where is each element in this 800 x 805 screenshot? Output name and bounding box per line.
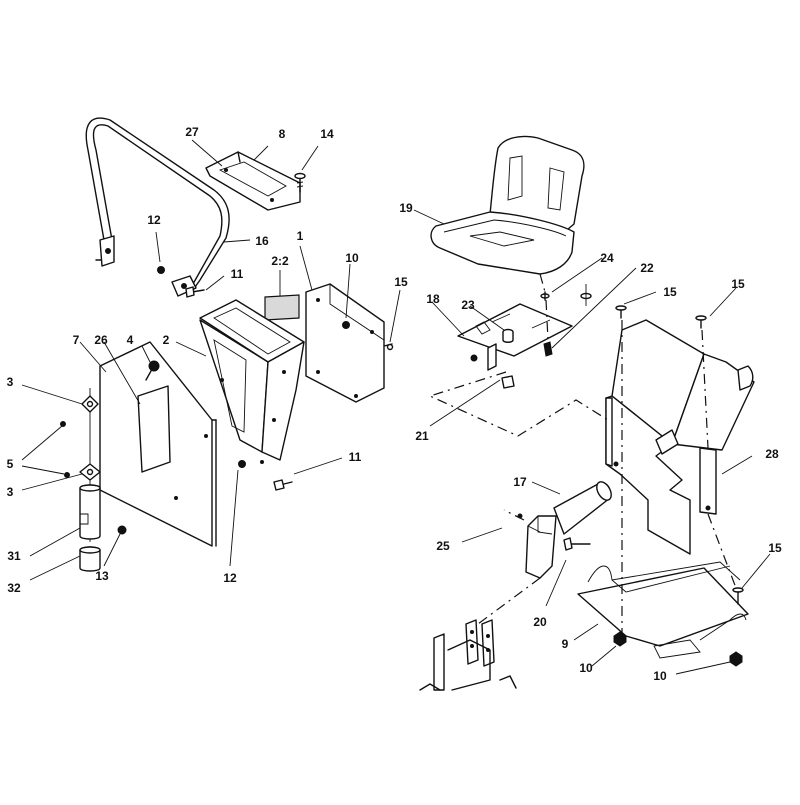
callout-4: 4: [127, 333, 134, 347]
callout-26: 26: [94, 333, 108, 347]
nut-10-upper: [342, 321, 350, 329]
roll-bar: [85, 117, 230, 297]
screw-15-right: [695, 315, 707, 329]
callout-12: 12: [223, 571, 237, 585]
callout-2-2: 2:2: [271, 254, 289, 268]
nut-10-tray-left: [613, 631, 627, 647]
callout-15: 15: [768, 541, 782, 555]
callout-16: 16: [255, 234, 269, 248]
bracket-8: [205, 151, 301, 211]
screw-15-tray: [732, 587, 744, 605]
callout-14: 14: [320, 127, 334, 141]
callout-22: 22: [640, 261, 654, 275]
bolt-12-upper: [157, 266, 165, 274]
callout-10: 10: [579, 661, 593, 675]
bolt-11-upper: [185, 286, 205, 298]
callout-10: 10: [345, 251, 359, 265]
tractor-frame: [419, 619, 517, 691]
callout-18: 18: [426, 292, 440, 306]
callout-1: 1: [297, 229, 304, 243]
bolt-25: [517, 513, 591, 551]
callout-28: 28: [765, 447, 779, 461]
callout-10: 10: [653, 669, 667, 683]
screw-15-left: [615, 305, 627, 319]
callout-21: 21: [415, 429, 429, 443]
screw-15-upper-left: [383, 343, 394, 351]
callout-12: 12: [147, 213, 161, 227]
seat-pin-24: [540, 284, 592, 306]
callout-23: 23: [461, 298, 475, 312]
callout-15: 15: [731, 277, 745, 291]
callout-5: 5: [7, 457, 14, 471]
seat-19: [430, 135, 585, 275]
alignment-lines: [428, 273, 737, 640]
callout-11: 11: [349, 450, 362, 464]
callout-27: 27: [185, 125, 199, 139]
nut-13: [117, 525, 127, 535]
decal-2-2: [264, 294, 300, 321]
leader-lines: [21, 139, 771, 675]
bolt-11-lower: [273, 479, 293, 491]
washer-5-upper: [60, 421, 66, 427]
seat-support-28: [605, 319, 755, 555]
callout-11: 11: [231, 267, 244, 281]
callout-24: 24: [600, 251, 614, 265]
bolt-4: [145, 360, 160, 381]
callout-25: 25: [436, 539, 450, 553]
screw-14: [294, 172, 306, 193]
mount-20: [525, 515, 557, 579]
callout-15: 15: [663, 285, 677, 299]
callout-3: 3: [7, 485, 14, 499]
console-panel-2: [199, 299, 305, 464]
seat-bracket-18: [457, 303, 573, 389]
tube-17: [553, 481, 612, 535]
callout-7: 7: [73, 333, 80, 347]
callout-labels: 27 8 14 12 16 11 2:2 1 10 15 2 4 26 7 3 …: [7, 125, 782, 683]
callout-31: 31: [7, 549, 21, 563]
callout-20: 20: [533, 615, 547, 629]
hinge-assembly: [79, 388, 101, 572]
nut-10-tray-right: [729, 651, 743, 667]
callout-2: 2: [163, 333, 170, 347]
callout-32: 32: [7, 581, 21, 595]
spacer-23: [502, 328, 514, 343]
nut-12-lower: [238, 460, 246, 468]
callout-13: 13: [95, 569, 109, 583]
callout-17: 17: [513, 475, 527, 489]
floor-panel-26: [99, 341, 217, 547]
tray-9: [577, 561, 749, 659]
callout-9: 9: [562, 637, 569, 651]
bolt-22: [543, 341, 553, 357]
callout-19: 19: [399, 201, 413, 215]
side-panel-1: [305, 283, 385, 403]
callout-8: 8: [279, 127, 286, 141]
callout-3: 3: [7, 375, 14, 389]
washer-5-lower: [64, 472, 70, 478]
callout-15: 15: [394, 275, 408, 289]
